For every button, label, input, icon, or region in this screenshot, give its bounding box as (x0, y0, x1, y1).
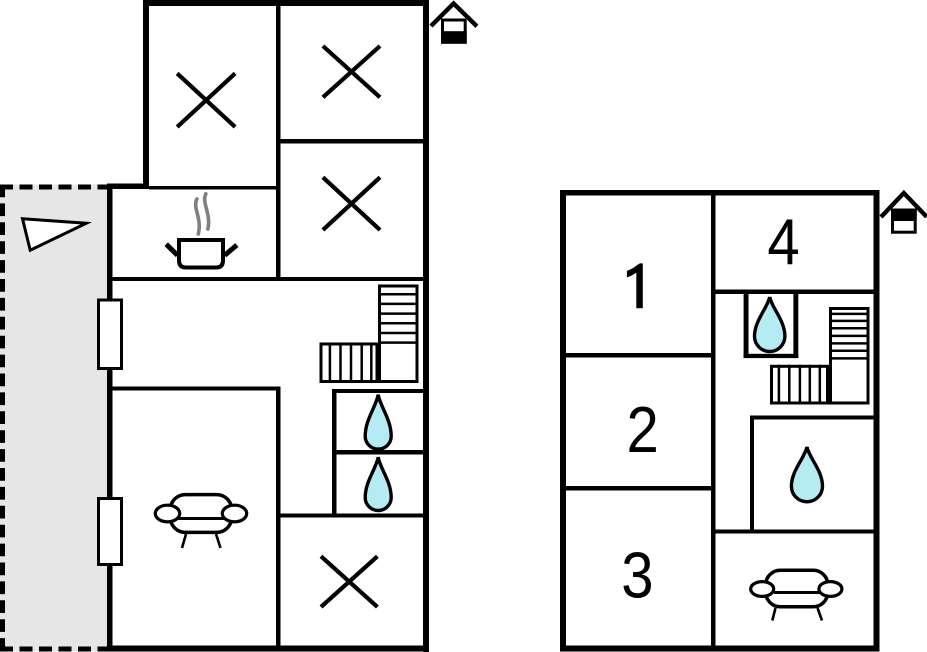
svg-text:3: 3 (621, 540, 653, 613)
svg-text:4: 4 (767, 206, 799, 279)
svg-text:2: 2 (626, 394, 658, 467)
